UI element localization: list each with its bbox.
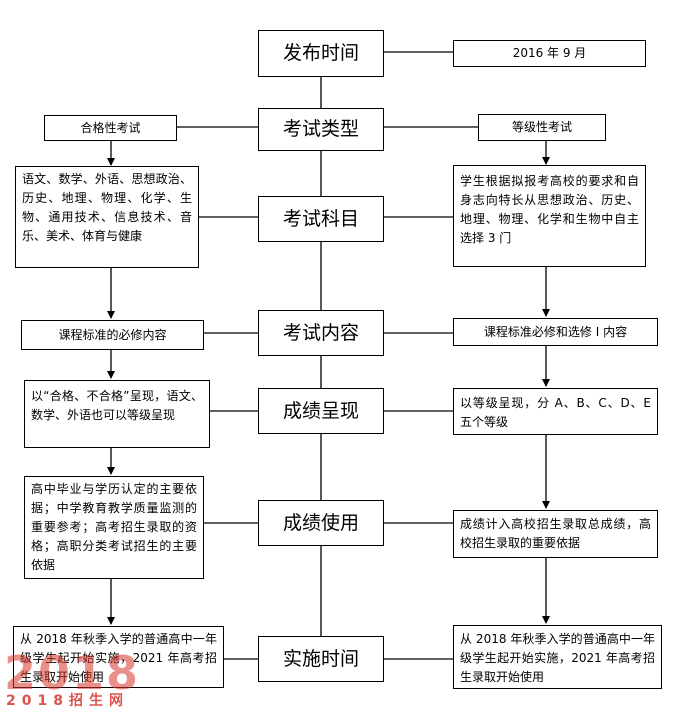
watermark-logo: 2018 xyxy=(4,646,141,700)
left-text-presentation: 以“合格、不合格”呈现，语文、数学、外语也可以等级呈现 xyxy=(31,389,203,422)
right-box-use: 成绩计入高校招生录取总成绩，高校招生录取的重要依据 xyxy=(453,510,658,558)
center-label-presentation: 成绩呈现 xyxy=(282,399,359,422)
right-box-implementation: 从 2018 年秋季入学的普通高中一年级学生起开始实施，2021 年高考招生录取… xyxy=(453,625,662,689)
center-box-subjects: 考试科目 xyxy=(258,196,384,242)
left-box-content: 课程标准的必修内容 xyxy=(21,320,204,350)
center-label-content: 考试内容 xyxy=(282,321,359,344)
watermark-text: 2018招生网 xyxy=(6,693,129,709)
center-box-publish: 发布时间 xyxy=(258,30,384,77)
right-box-presentation: 以等级呈现，分 A、B、C、D、E 五个等级 xyxy=(453,388,658,435)
center-label-implementation: 实施时间 xyxy=(282,647,359,670)
center-label-publish: 发布时间 xyxy=(282,42,359,64)
left-box-presentation: 以“合格、不合格”呈现，语文、数学、外语也可以等级呈现 xyxy=(24,380,210,448)
publish-date-text: 2016 年 9 月 xyxy=(512,46,587,60)
center-box-implementation: 实施时间 xyxy=(258,636,384,682)
publish-date-box: 2016 年 9 月 xyxy=(453,40,646,67)
center-box-use: 成绩使用 xyxy=(258,500,384,546)
center-box-presentation: 成绩呈现 xyxy=(258,388,384,434)
center-label-type: 考试类型 xyxy=(282,118,359,140)
center-label-subjects: 考试科目 xyxy=(282,207,359,230)
right-box-type: 等级性考试 xyxy=(478,114,606,141)
right-text-type: 等级性考试 xyxy=(511,120,572,134)
left-box-type: 合格性考试 xyxy=(44,115,177,141)
right-box-subjects: 学生根据拟报考高校的要求和自身志向特长从思想政治、历史、地理、物理、化学和生物中… xyxy=(453,165,646,267)
left-text-subjects: 语文、数学、外语、思想政治、历史、地理、物理、化学、生物、通用技术、信息技术、音… xyxy=(22,172,192,243)
left-box-subjects: 语文、数学、外语、思想政治、历史、地理、物理、化学、生物、通用技术、信息技术、音… xyxy=(15,166,199,268)
right-text-implementation: 从 2018 年秋季入学的普通高中一年级学生起开始实施，2021 年高考招生录取… xyxy=(460,632,655,684)
left-box-implementation: 从 2018 年秋季入学的普通高中一年级学生起开始实施，2021 年高考招生录取… xyxy=(13,626,224,688)
left-text-content: 课程标准的必修内容 xyxy=(58,327,167,342)
center-box-type: 考试类型 xyxy=(258,108,384,151)
right-text-presentation: 以等级呈现，分 A、B、C、D、E 五个等级 xyxy=(460,396,651,429)
right-text-use: 成绩计入高校招生录取总成绩，高校招生录取的重要依据 xyxy=(460,517,651,550)
right-text-subjects: 学生根据拟报考高校的要求和自身志向特长从思想政治、历史、地理、物理、化学和生物中… xyxy=(460,174,639,245)
left-box-use: 高中毕业与学历认定的主要依据；中学教育教学质量监测的重要参考；高考招生录取的资格… xyxy=(24,476,204,579)
right-text-content: 课程标准必修和选修 I 内容 xyxy=(483,324,628,339)
center-box-content: 考试内容 xyxy=(258,310,384,356)
left-text-type: 合格性考试 xyxy=(80,120,141,135)
left-text-implementation: 从 2018 年秋季入学的普通高中一年级学生起开始实施，2021 年高考招生录取… xyxy=(20,632,217,684)
left-text-use: 高中毕业与学历认定的主要依据；中学教育教学质量监测的重要参考；高考招生录取的资格… xyxy=(31,482,197,572)
center-label-use: 成绩使用 xyxy=(282,511,359,534)
right-box-content: 课程标准必修和选修 I 内容 xyxy=(453,318,658,346)
